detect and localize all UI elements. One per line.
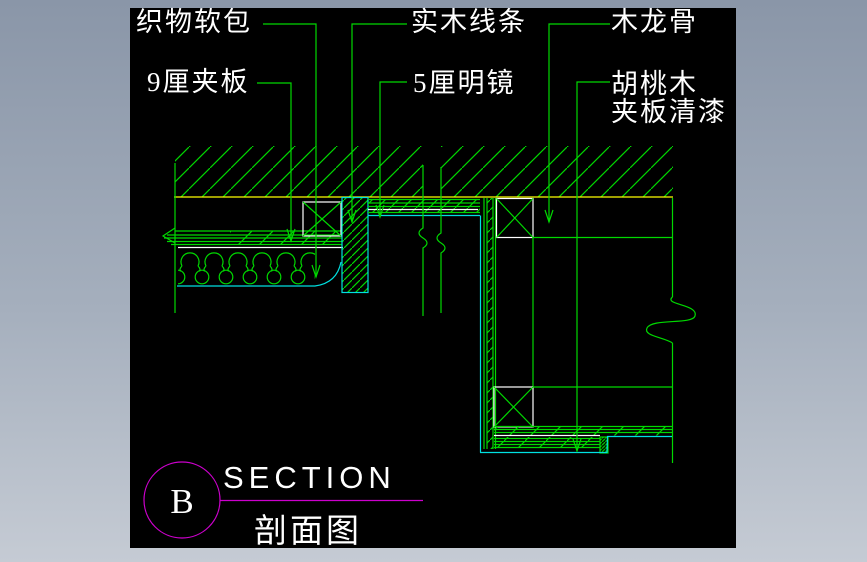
arrowhead	[544, 209, 554, 224]
break-lines	[418, 165, 446, 316]
leader-solid-wood-molding	[351, 23, 407, 222]
soft-upholstery-hatch	[178, 249, 315, 286]
label-solid-wood-molding: 实木线条	[411, 7, 527, 37]
title-block-graphics	[143, 461, 423, 539]
arrowhead	[286, 228, 296, 243]
ceiling-slab-hatch	[174, 146, 673, 198]
leader-lines	[257, 23, 610, 453]
wall-panel-assembly	[479, 197, 696, 463]
arrowhead	[572, 438, 582, 453]
label-walnut-line1: 胡桃木	[611, 69, 698, 99]
section-title-en: SECTION	[223, 460, 396, 495]
arrowhead	[347, 209, 357, 224]
ceiling-mirror-band	[368, 198, 480, 217]
upholstered-panel	[161, 163, 343, 313]
label-walnut-veneer: 胡桃木 夹板清漆	[611, 70, 727, 126]
label-walnut-line2: 夹板清漆	[611, 97, 727, 127]
leader-fabric-upholstery	[263, 23, 317, 277]
leader-plywood-9mm	[257, 82, 292, 241]
label-wood-keel: 木龙骨	[611, 7, 698, 37]
arrowhead	[375, 204, 385, 219]
label-fabric-upholstery: 织物软包	[136, 7, 252, 37]
detail-letter: B	[170, 482, 194, 521]
wood-keel-block-top	[495, 197, 534, 239]
label-plywood-9mm: 9厘夹板	[147, 67, 250, 97]
section-title-zh: 剖面图	[254, 514, 362, 550]
section-detail-drawing	[143, 23, 696, 539]
leader-walnut-veneer	[576, 81, 610, 451]
leader-mirror-5mm	[379, 81, 407, 217]
arrowhead	[311, 264, 321, 279]
wall-break-squiggle	[645, 296, 696, 344]
leader-wood-keel	[548, 23, 610, 222]
label-mirror-5mm: 5厘明镜	[413, 68, 516, 98]
drawing-canvas: 织物软包 9厘夹板 实木线条 5厘明镜 木龙骨 胡桃木 夹板清漆 B SECTI…	[130, 7, 736, 550]
wood-keel-block-left	[302, 201, 342, 237]
